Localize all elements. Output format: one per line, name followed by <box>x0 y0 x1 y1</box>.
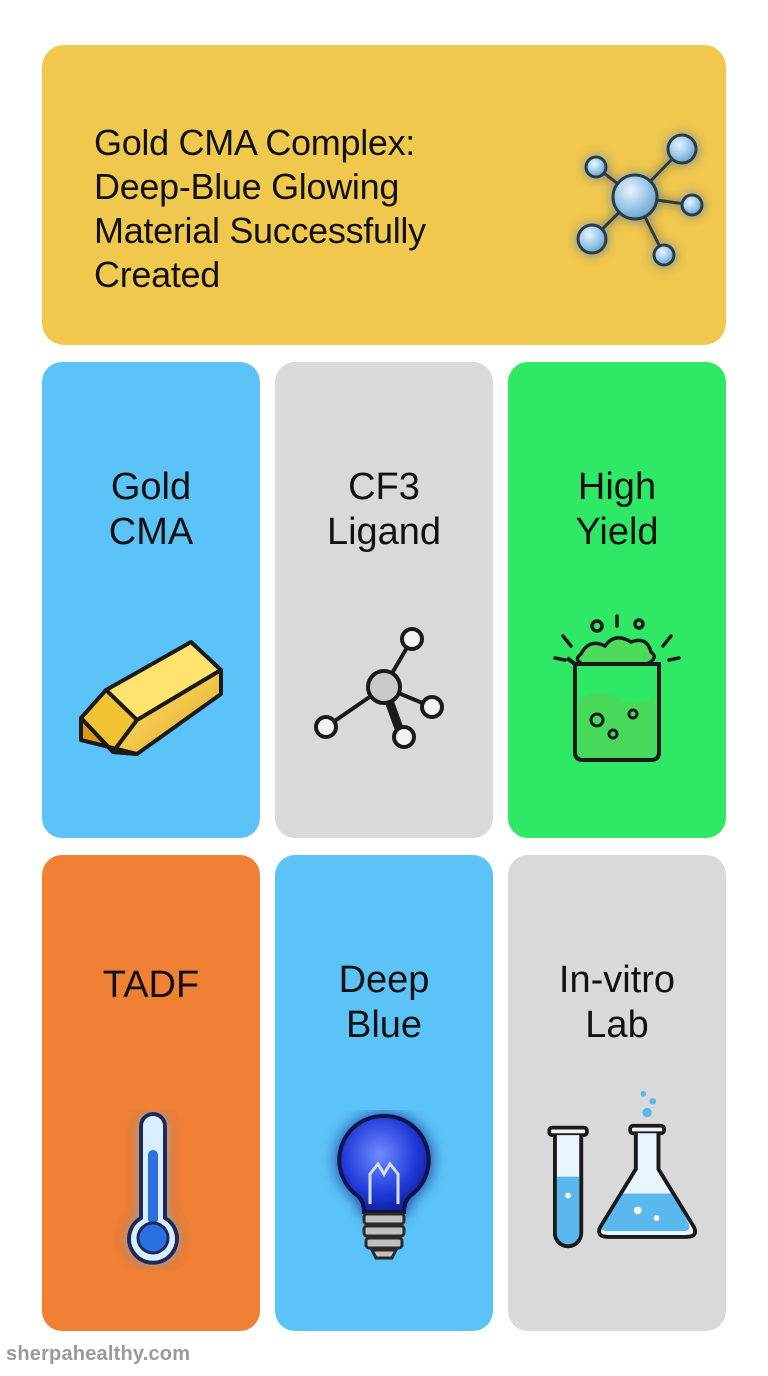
tile-deep-blue: Deep Blue <box>275 855 493 1331</box>
tile-label: High Yield <box>575 466 659 553</box>
molecule-icon <box>314 627 444 749</box>
tile-tadf: TADF <box>42 855 260 1331</box>
watermark: sherpahealthy.com <box>6 1343 191 1365</box>
tile-label: TADF <box>102 964 200 1006</box>
tile-label: Gold CMA <box>108 466 194 553</box>
beaker-icon <box>553 614 681 762</box>
thermometer-icon <box>127 1112 179 1265</box>
molecule-glow-icon <box>576 133 704 267</box>
gold-bar-icon <box>79 640 223 756</box>
tile-label: In-vitro Lab <box>558 959 676 1046</box>
tile-label: Deep Blue <box>338 959 430 1046</box>
hero-title: Gold CMA Complex: Deep-Blue Glowing Mate… <box>94 122 426 295</box>
tile-gold-cma: Gold CMA <box>42 362 260 838</box>
hero-card: Gold CMA Complex: Deep-Blue Glowing Mate… <box>42 45 726 345</box>
tile-label: CF3 Ligand <box>326 466 442 553</box>
tile-cf3-ligand: CF3 Ligand <box>275 362 493 838</box>
light-bulb-icon <box>337 1113 431 1260</box>
tile-in-vitro-lab: In-vitro Lab <box>508 855 726 1331</box>
test-tube-flask-icon <box>547 1090 697 1249</box>
tile-high-yield: High Yield <box>508 362 726 838</box>
